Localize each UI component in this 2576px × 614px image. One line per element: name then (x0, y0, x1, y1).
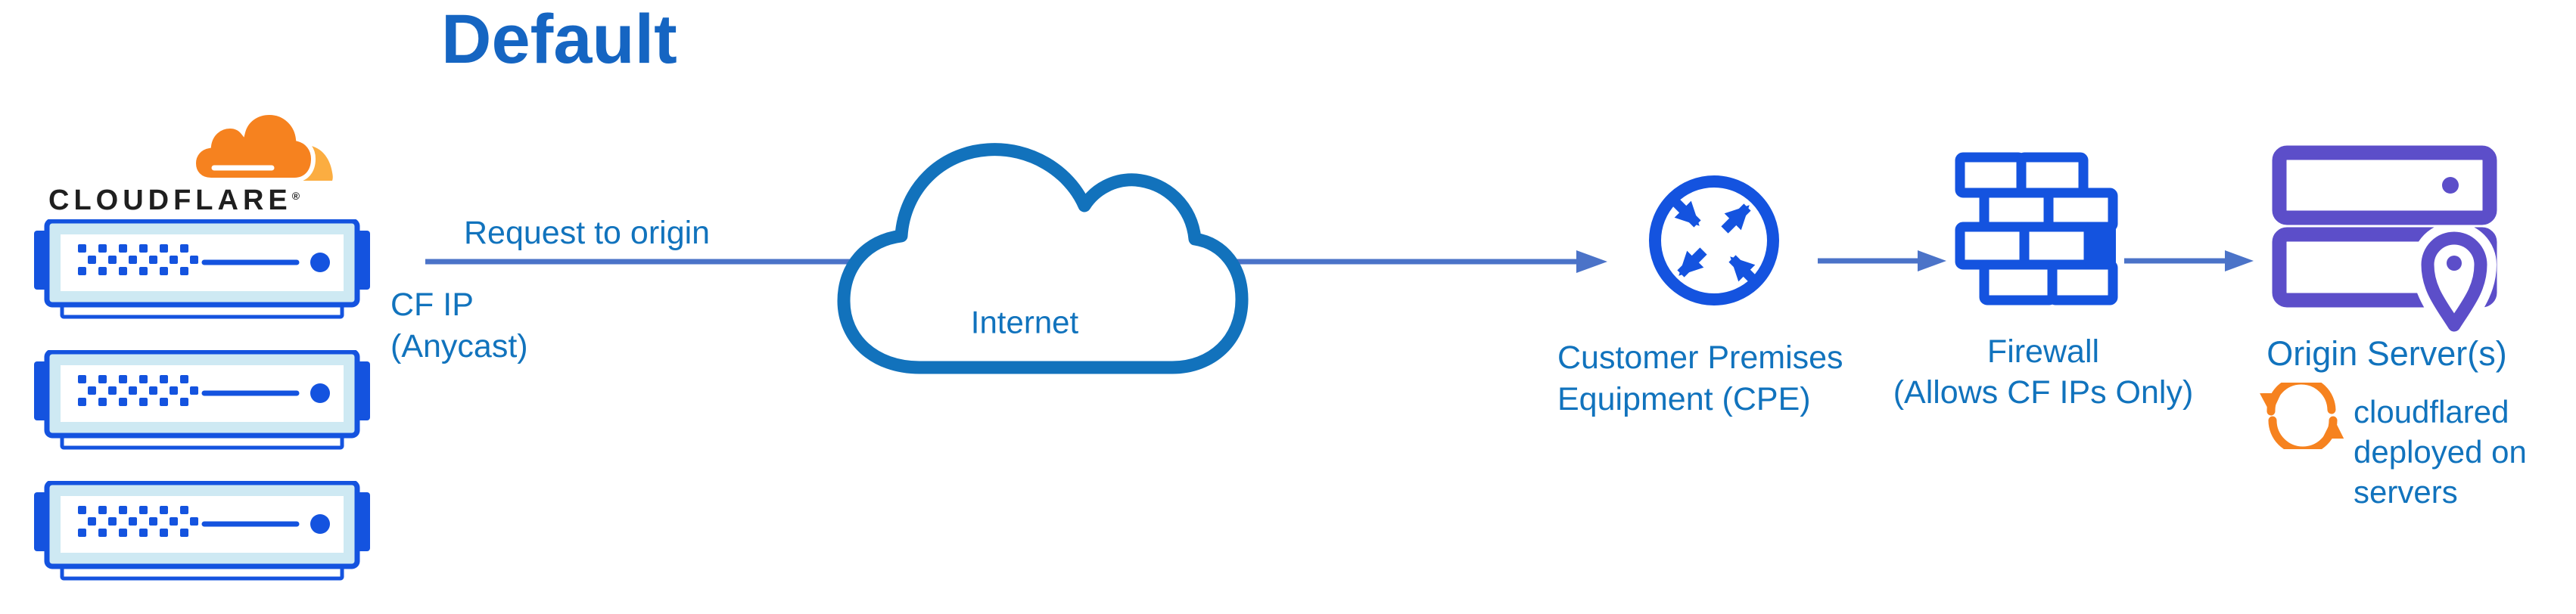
edge-server-icon-1 (33, 219, 371, 319)
cloudflared-sync-icon (2260, 383, 2344, 449)
cpe-label: Customer Premises Equipment (CPE) (1557, 340, 1843, 417)
origin-servers-icon (2272, 145, 2497, 337)
cpe-router-icon (1649, 175, 1779, 305)
cpe-to-firewall-arrow (1818, 250, 1946, 271)
cloudflared-note: cloudflared deployed on servers (2354, 394, 2527, 510)
cloudflare-wordmark: CLOUDFLARE® (48, 185, 300, 216)
origin-servers-label: Origin Server(s) (2266, 334, 2507, 373)
firewall-icon (1955, 152, 2118, 305)
firewall-label: Firewall (Allows CF IPs Only) (1893, 333, 2194, 411)
cloudflare-logo-cloud-icon (191, 110, 333, 181)
internet-cloud-icon (837, 143, 1249, 374)
diagram-title: Default (441, 1, 677, 78)
internet-label: Internet (970, 304, 1079, 340)
cf-ip-anycast-label: CF IP (Anycast) (390, 287, 528, 364)
registered-trademark-symbol: ® (291, 190, 300, 202)
request-to-origin-label: Request to origin (464, 215, 711, 251)
edge-server-icon-2 (33, 350, 371, 450)
edge-server-icon-3 (33, 481, 371, 581)
firewall-to-origin-arrow (2124, 250, 2254, 271)
